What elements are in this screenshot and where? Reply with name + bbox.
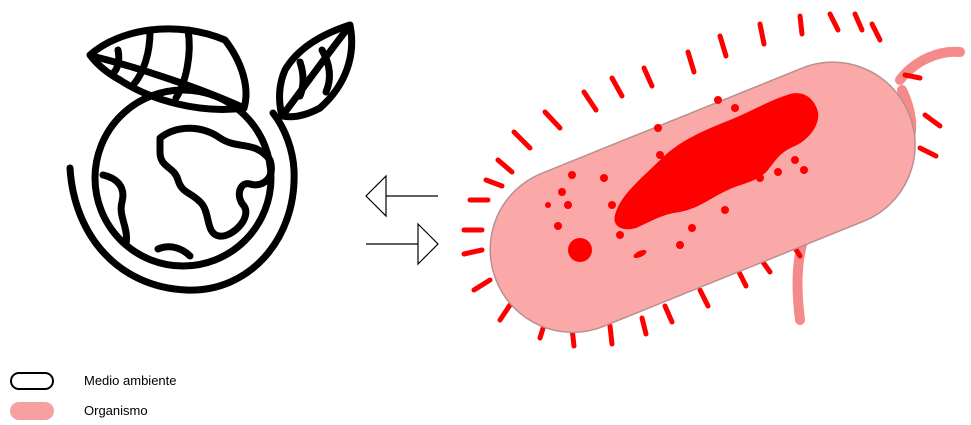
legend-label-organism: Organismo (84, 403, 148, 418)
leaf-small-vein-1 (300, 62, 303, 96)
legend-swatch-organism (10, 402, 54, 420)
legend-swatch-environment (10, 372, 54, 390)
globe-continent-bottom (158, 247, 190, 256)
globe-with-leaves-icon (70, 25, 352, 290)
globe-circle (95, 90, 271, 266)
leaf-small-vein-2 (322, 50, 329, 92)
bacterium-icon (464, 14, 960, 357)
legend-item-environment: Medio ambiente (10, 369, 230, 393)
arrow-right-icon (366, 224, 438, 264)
legend-label-environment: Medio ambiente (84, 373, 177, 388)
legend-item-organism: Organismo (10, 399, 230, 423)
globe-continent (160, 128, 271, 236)
leaf-large-vein-1 (134, 32, 150, 84)
arrow-left-icon (366, 176, 438, 216)
